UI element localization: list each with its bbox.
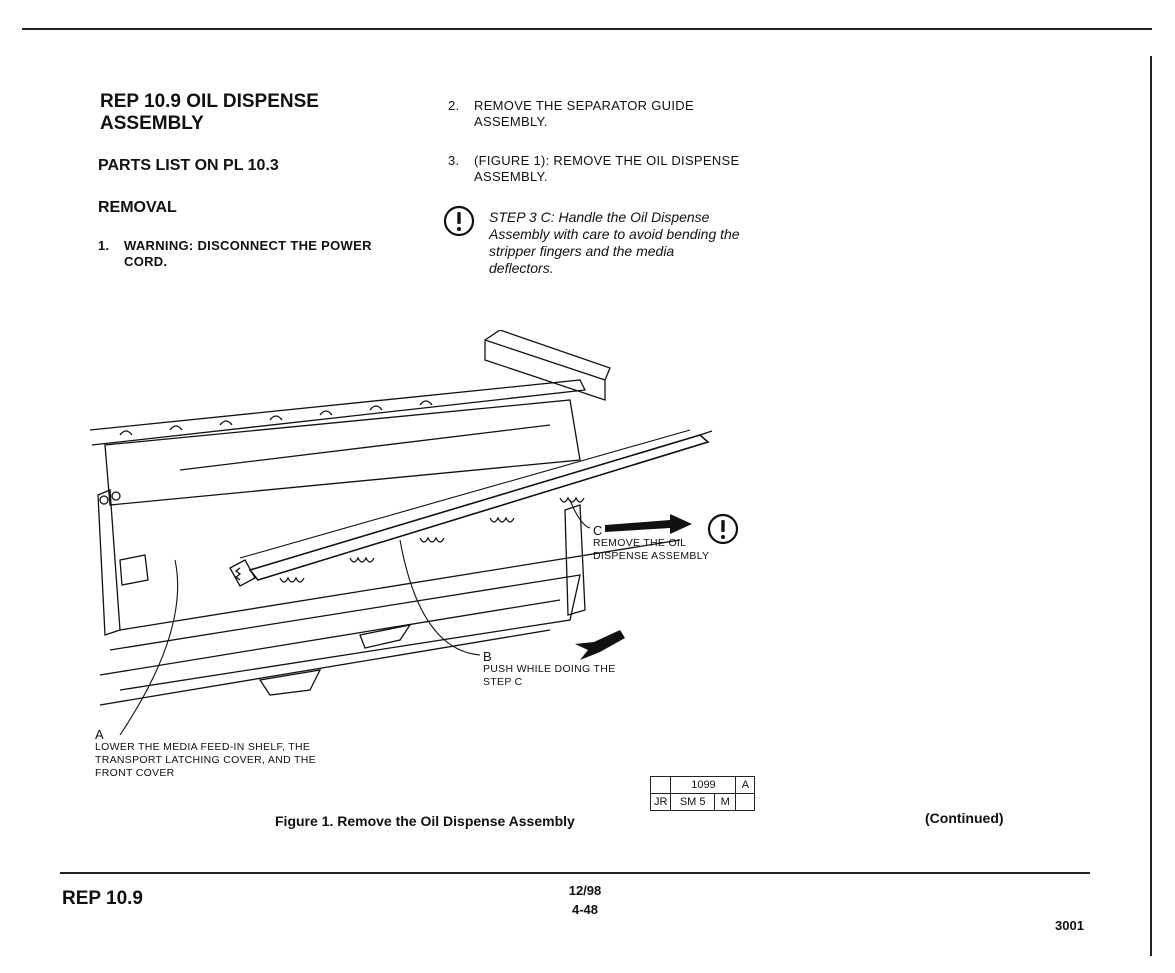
footer-date-page: 12/98 4-48	[555, 883, 615, 917]
callout-c: C REMOVE THE OIL DISPENSE ASSEMBLY	[593, 524, 753, 563]
caution-line4: deflectors.	[489, 260, 554, 276]
step-text-line1: WARNING: DISCONNECT THE POWER	[124, 238, 372, 253]
continued-label: (Continued)	[925, 810, 1004, 826]
section-title: REP 10.9 OIL DISPENSE ASSEMBLY	[100, 91, 319, 135]
caution-line2: Assembly with care to avoid bending the	[489, 226, 740, 242]
step-text-line2: CORD.	[124, 254, 168, 269]
callout-a-letter: A	[95, 727, 104, 742]
section-title-line2: ASSEMBLY	[100, 113, 204, 134]
ref-cell-bot1: JR	[649, 793, 672, 811]
figure-reference-box: 1099 A JR SM 5 M	[649, 776, 756, 811]
callout-b: B PUSH WHILE DOING THE STEP C	[483, 650, 643, 689]
step-2: 2. REMOVE THE SEPARATOR GUIDE ASSEMBLY.	[448, 98, 808, 134]
step-number: 1.	[98, 238, 110, 253]
ref-cell-bot3: M	[713, 793, 737, 811]
callout-b-line2: STEP C	[483, 676, 523, 688]
callout-a: A LOWER THE MEDIA FEED-IN SHELF, THE TRA…	[95, 728, 355, 780]
ref-cell-bot2: SM 5	[670, 793, 715, 811]
step-text-line1: (FIGURE 1): REMOVE THE OIL DISPENSE	[474, 153, 740, 168]
footer-rule	[60, 872, 1090, 874]
callout-b-letter: B	[483, 649, 492, 664]
caution-line3: stripper fingers and the media	[489, 243, 675, 259]
figure-caption: Figure 1. Remove the Oil Dispense Assemb…	[275, 813, 575, 829]
callout-c-line2: DISPENSE ASSEMBLY	[593, 550, 710, 562]
step-text-line2: ASSEMBLY.	[474, 114, 548, 129]
step-text-line2: ASSEMBLY.	[474, 169, 548, 184]
section-title-line1: REP 10.9 OIL DISPENSE	[100, 91, 319, 112]
top-rule	[22, 28, 1152, 30]
caution-line1: STEP 3 C: Handle the Oil Dispense	[489, 209, 710, 225]
step-3: 3. (FIGURE 1): REMOVE THE OIL DISPENSE A…	[448, 153, 808, 189]
ref-cell-bot4	[735, 793, 756, 811]
ref-cell-blank	[649, 776, 672, 794]
footer-code: 3001	[1055, 918, 1084, 933]
step-number: 2.	[448, 98, 460, 113]
step-number: 3.	[448, 153, 460, 168]
footer-page: 4-48	[571, 902, 599, 917]
right-edge-rule	[1150, 56, 1152, 956]
callout-a-line2: TRANSPORT LATCHING COVER, AND THE	[95, 754, 316, 766]
caution-icon	[443, 205, 475, 237]
removal-heading: REMOVAL	[98, 199, 177, 216]
callout-c-letter: C	[593, 523, 603, 538]
callout-b-line1: PUSH WHILE DOING THE	[483, 663, 616, 675]
callout-a-line3: FRONT COVER	[95, 767, 175, 779]
step-1: 1. WARNING: DISCONNECT THE POWER CORD.	[98, 238, 458, 274]
callout-c-line1: REMOVE THE OIL	[593, 537, 687, 549]
parts-list-heading: PARTS LIST ON PL 10.3	[98, 157, 279, 174]
callout-a-line1: LOWER THE MEDIA FEED-IN SHELF, THE	[95, 741, 311, 753]
step-text-line1: REMOVE THE SEPARATOR GUIDE	[474, 98, 694, 113]
footer-section: REP 10.9	[62, 888, 143, 909]
oil-dispense-illustration	[89, 330, 713, 736]
ref-cell-number: 1099	[670, 776, 737, 794]
caution-icon-callout-c	[707, 513, 739, 545]
caution-note: STEP 3 C: Handle the Oil Dispense Assemb…	[489, 209, 789, 277]
ref-cell-rev: A	[735, 776, 756, 794]
footer-date: 12/98	[568, 883, 602, 898]
